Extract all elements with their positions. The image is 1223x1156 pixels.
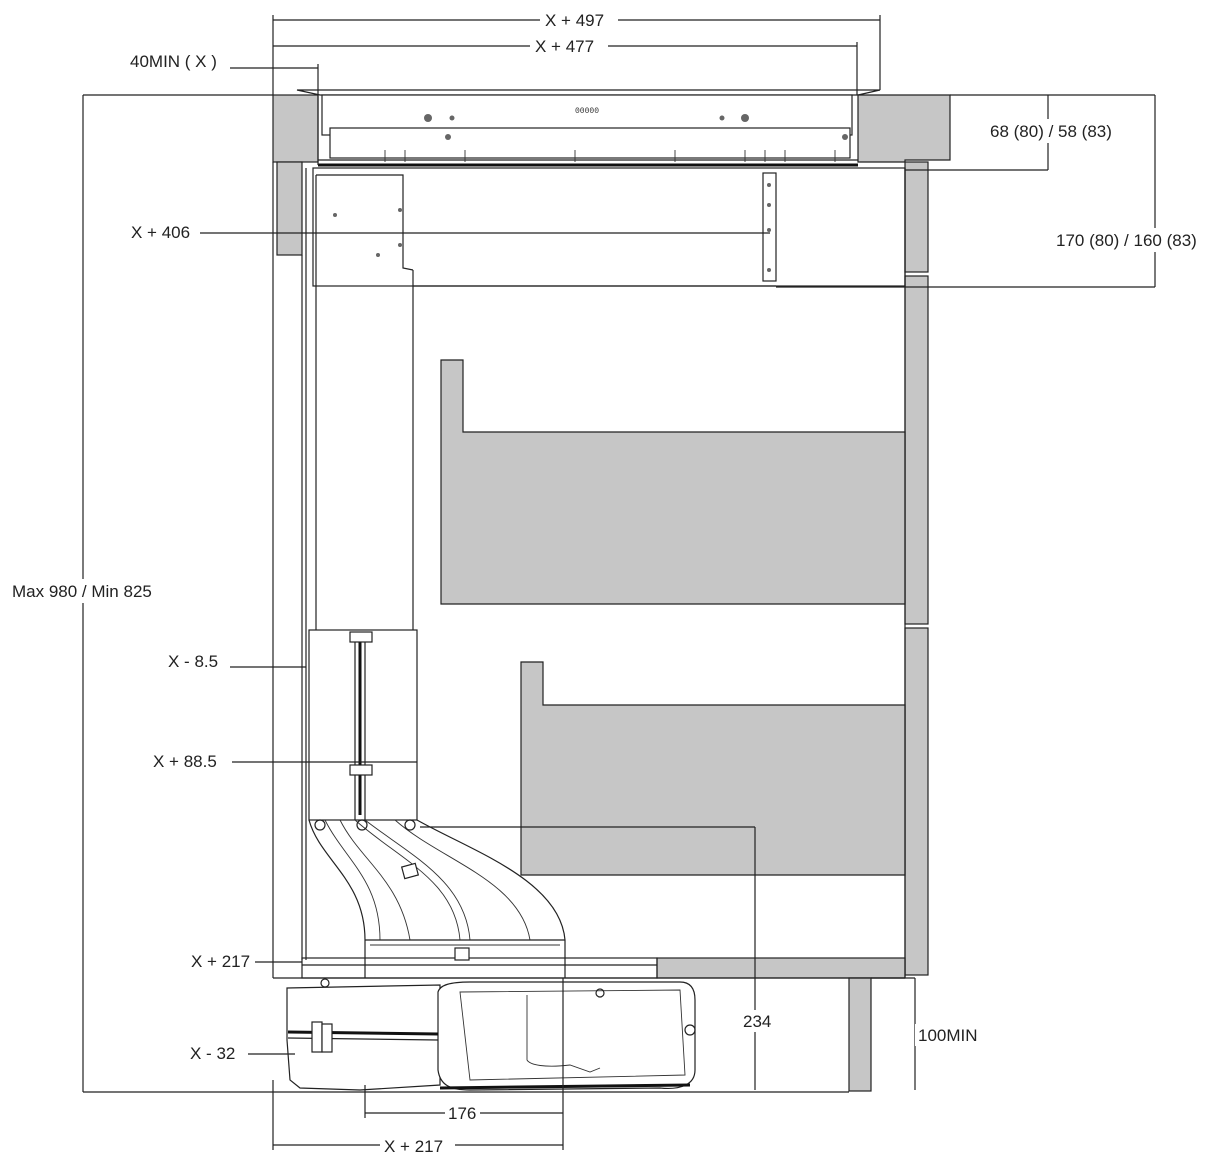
dim-top-inner: X + 477 bbox=[535, 37, 594, 56]
dim-motor-left: X - 32 bbox=[190, 1044, 235, 1063]
drawer-upper bbox=[440, 359, 906, 605]
dim-hob-depth: 170 (80) / 160 (83) bbox=[1056, 231, 1197, 250]
drawer-lower bbox=[520, 661, 906, 876]
dim-top-outer: X + 497 bbox=[545, 11, 604, 30]
dim-plinth-min: 100MIN bbox=[918, 1026, 978, 1045]
worktop-right bbox=[857, 94, 951, 163]
dim-motor-width: 176 bbox=[448, 1104, 476, 1123]
side-panel-right-low bbox=[904, 627, 929, 976]
side-panel-right-mid bbox=[904, 275, 929, 625]
hob-unit: 00000 bbox=[296, 89, 881, 167]
dim-outlet-height: 234 bbox=[743, 1012, 771, 1031]
side-panel-right-top bbox=[904, 161, 929, 273]
svg-text:00000: 00000 bbox=[575, 107, 599, 116]
dim-duct-top: X + 406 bbox=[131, 223, 190, 242]
dim-duct-back: X - 8.5 bbox=[168, 652, 218, 671]
dim-plinth-top: X + 217 bbox=[191, 952, 250, 971]
motor-unit bbox=[286, 978, 696, 1091]
cabinet-outlines bbox=[272, 162, 906, 979]
duct-assembly bbox=[308, 174, 566, 978]
dim-overall-height: Max 980 / Min 825 bbox=[12, 582, 152, 601]
dim-duct-front: X + 88.5 bbox=[153, 752, 217, 771]
plinth-leg bbox=[848, 977, 872, 1092]
worktop-left bbox=[272, 94, 319, 163]
dim-min-gap: 40MIN ( X ) bbox=[130, 52, 217, 71]
dimension-labels: X + 497 X + 477 40MIN ( X ) 68 (80) / 58… bbox=[10, 9, 1217, 1156]
cabinet-side-left-top bbox=[276, 161, 303, 256]
cabinet-structure bbox=[272, 94, 951, 1092]
plinth-strip bbox=[656, 957, 906, 979]
dim-worktop: 68 (80) / 58 (83) bbox=[990, 122, 1112, 141]
dim-bottom-overall: X + 217 bbox=[384, 1137, 443, 1156]
